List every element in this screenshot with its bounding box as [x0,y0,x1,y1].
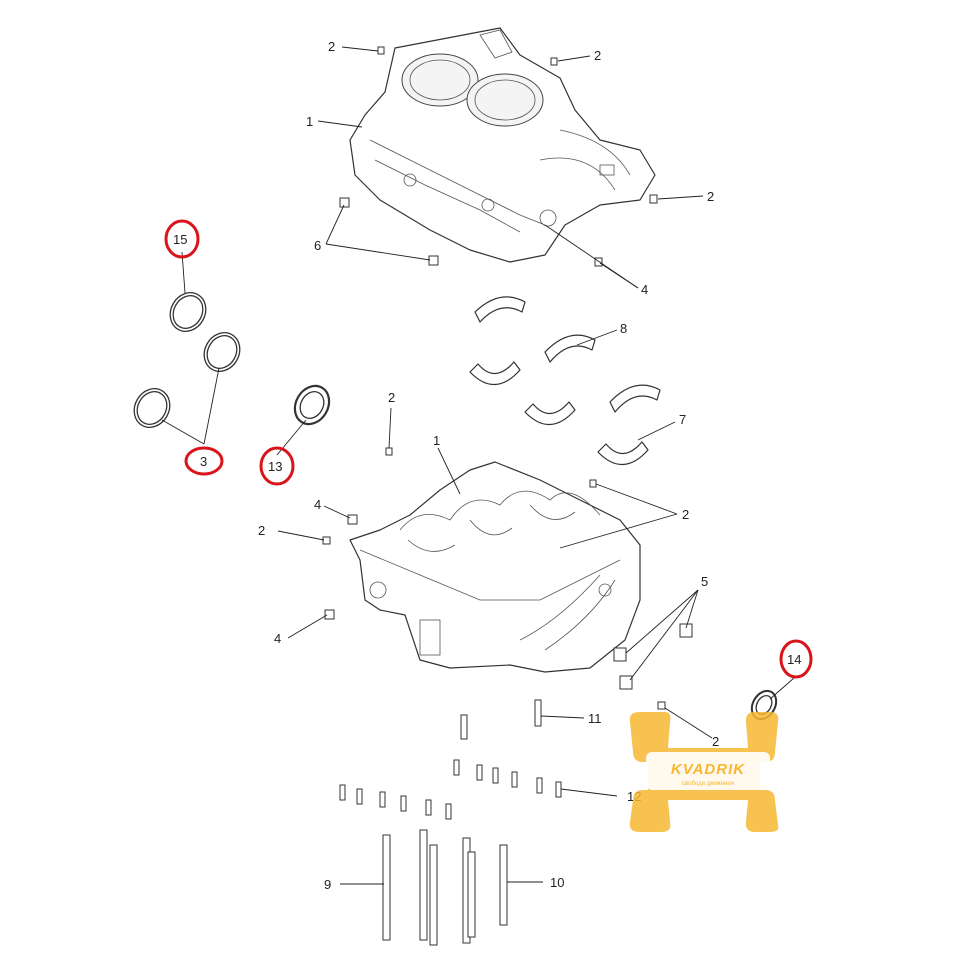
dowel-pin-icon [594,257,603,267]
logo-tagline: свобода движения [682,781,734,787]
dowel-pin-icon [385,447,393,456]
callout-label: 2 [328,39,335,54]
callout-label: 1 [306,114,313,129]
callout-label: 10 [550,875,564,890]
bolt-icon [339,699,562,820]
callout-label: 5 [701,574,708,589]
highlight-3 [184,446,224,476]
callout-label: 15 [173,232,187,247]
dowel-pin-icon [347,514,358,525]
jet-icon [339,197,439,266]
callout-label: 9 [324,877,331,892]
dowel-pin-icon [589,479,597,488]
callout-label: 6 [314,238,321,253]
seal-ring-icon [203,332,241,372]
kvadrik-logo: KVADRIK свобода движения [629,712,779,832]
callout-label: 2 [707,189,714,204]
highlight-15 [164,219,200,259]
callout-label: 8 [620,321,627,336]
callout-label: 14 [787,652,801,667]
callout-label: 1 [433,433,440,448]
highlight-marks [164,219,813,679]
callout-labels: 2 2 1 2 6 4 15 8 3 13 2 1 7 4 2 2 5 4 14… [173,39,801,892]
highlight-14 [779,639,813,679]
upper-crankcase [349,27,656,263]
callout-label: 4 [314,497,321,512]
callout-label: 2 [594,48,601,63]
callout-label: 11 [588,711,602,726]
dowel-pin-icon [322,536,331,545]
bearing-shell-icon [469,296,661,466]
callout-label: 2 [712,734,719,749]
dowel-pin-icon [649,194,658,204]
callout-label: 4 [641,282,648,297]
callout-label: 2 [388,390,395,405]
dowel-pin-icon [377,46,385,55]
long-stud-icon [382,829,508,946]
highlight-13 [259,446,295,486]
dowel-pin-icon [324,609,335,620]
callout-label: 2 [682,507,689,522]
seal-ring-icon [169,292,207,332]
lower-crankcase [349,461,641,673]
seal-ring-icon [133,388,171,428]
callout-label: 7 [679,412,686,427]
dowel-pin-icon [657,701,666,710]
callout-label: 2 [258,523,265,538]
logo-wordmark: KVADRIK [671,761,745,778]
bushing-icon [613,623,693,690]
dowel-pin-icon [550,57,558,66]
callout-label: 13 [268,459,282,474]
oil-seal-icon [293,384,331,426]
callout-label: 3 [200,454,207,469]
callout-label: 4 [274,631,281,646]
